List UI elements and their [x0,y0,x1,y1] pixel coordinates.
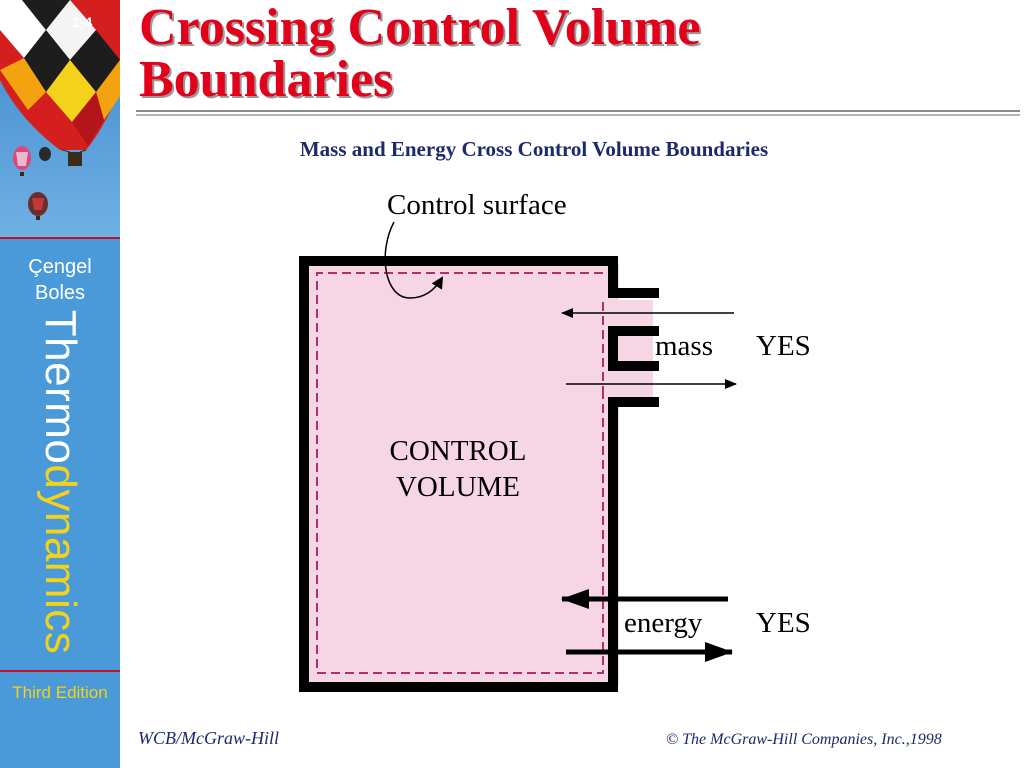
slide-title-line1: Crossing Control Volume [139,0,701,56]
inlet-wall-middle [608,326,659,371]
control-volume-fill [307,264,619,686]
author-name-2: Boles [34,282,86,304]
slide-title-line2: Boundaries [139,51,394,108]
hot-air-balloons-image [0,0,120,238]
mass-label: mass [655,330,713,362]
footer-publisher: WCB/McGraw-Hill [138,728,279,748]
control-volume-boundary [299,256,659,692]
slide-subtitle: Mass and Energy Cross Control Volume Bou… [299,137,769,161]
control-volume-diagram: Control surface CONTROL VOLUME mass YES … [299,189,811,692]
control-volume-label-line2: VOLUME [396,471,520,503]
mass-inlet-fill [619,300,653,400]
slide-number: 1-4 [72,14,93,30]
sidebar-divider-top [0,237,120,239]
book-title: Thermodynamics [35,310,85,654]
title-divider [136,110,1020,116]
book-title-part2: dynamics [36,464,85,655]
energy-label: energy [624,607,703,639]
author-name-1: Çengel [28,256,92,278]
control-volume-label-line1: CONTROL [390,435,527,467]
control-surface-pointer [384,221,444,299]
control-surface-dashed [316,272,604,674]
slide-title: Crossing Control Volume Boundaries [139,2,701,106]
footer-copyright: © The McGraw-Hill Companies, Inc.,1998 [666,731,942,748]
mass-answer: YES [756,330,811,362]
edition-label: Third Edition [12,683,108,702]
sidebar: 1-4 Çengel Boles Thermodynamics Third Ed… [0,0,120,768]
control-surface-label: Control surface [387,189,567,221]
sidebar-divider-bottom [0,670,120,672]
book-title-part1: Thermo [36,309,85,465]
energy-answer: YES [756,607,811,639]
